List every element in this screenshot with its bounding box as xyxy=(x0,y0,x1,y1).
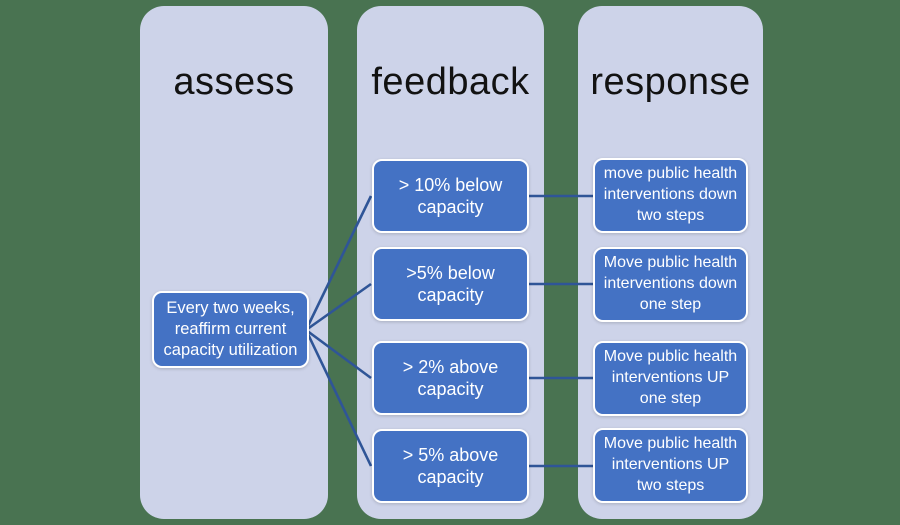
assess-box-line: Every two weeks, xyxy=(166,298,295,317)
feedback-box-3: > 2% above capacity xyxy=(372,341,529,415)
response-box-line: interventions down xyxy=(603,275,738,293)
response-box-1: move public health interventions down tw… xyxy=(593,158,748,233)
feedback-box-2: >5% below capacity xyxy=(372,247,529,321)
response-box-line: one step xyxy=(639,389,702,407)
feedback-box-1: > 10% below capacity xyxy=(372,159,529,233)
assess-box: Every two weeks, reaffirm current capaci… xyxy=(152,291,309,368)
response-box-line: interventions down xyxy=(603,186,738,204)
column-title-feedback: feedback xyxy=(371,61,530,103)
response-box-line: one step xyxy=(639,295,702,313)
feedback-box-line: capacity xyxy=(417,285,484,305)
fan-connector-line xyxy=(305,282,372,332)
assess-box-line: reaffirm current xyxy=(174,319,287,338)
response-box-2: Move public health interventions down on… xyxy=(593,247,748,322)
feedback-box-line: capacity xyxy=(417,467,484,487)
feedback-box-line: capacity xyxy=(417,197,484,217)
response-box-line: two steps xyxy=(636,206,705,224)
feedback-box-line: > 5% above xyxy=(402,444,499,465)
column-title-response: response xyxy=(590,61,751,103)
column-title-assess: assess xyxy=(173,61,295,103)
response-box-line: move public health xyxy=(603,165,738,183)
response-box-4: Move public health interventions UP two … xyxy=(593,428,748,503)
feedback-box-4: > 5% above capacity xyxy=(372,429,529,503)
response-box-line: Move public health xyxy=(603,348,738,366)
column-assess: assess xyxy=(140,6,328,519)
feedback-box-line: >5% below xyxy=(406,262,495,283)
feedback-box-line: > 10% below xyxy=(398,174,503,195)
fan-connector-line xyxy=(304,329,373,467)
fan-connector-line xyxy=(304,195,373,331)
feedback-box-line: capacity xyxy=(417,379,484,399)
response-box-line: interventions UP xyxy=(611,456,730,474)
response-box-line: interventions UP xyxy=(611,369,730,387)
fan-connector-line xyxy=(305,328,372,380)
response-box-line: Move public health xyxy=(603,435,738,453)
assess-box-line: capacity utilization xyxy=(163,341,298,360)
response-box-line: Move public health xyxy=(603,254,738,272)
feedback-box-line: > 2% above xyxy=(402,356,499,377)
response-box-3: Move public health interventions UP one … xyxy=(593,341,748,416)
response-box-line: two steps xyxy=(636,476,705,494)
